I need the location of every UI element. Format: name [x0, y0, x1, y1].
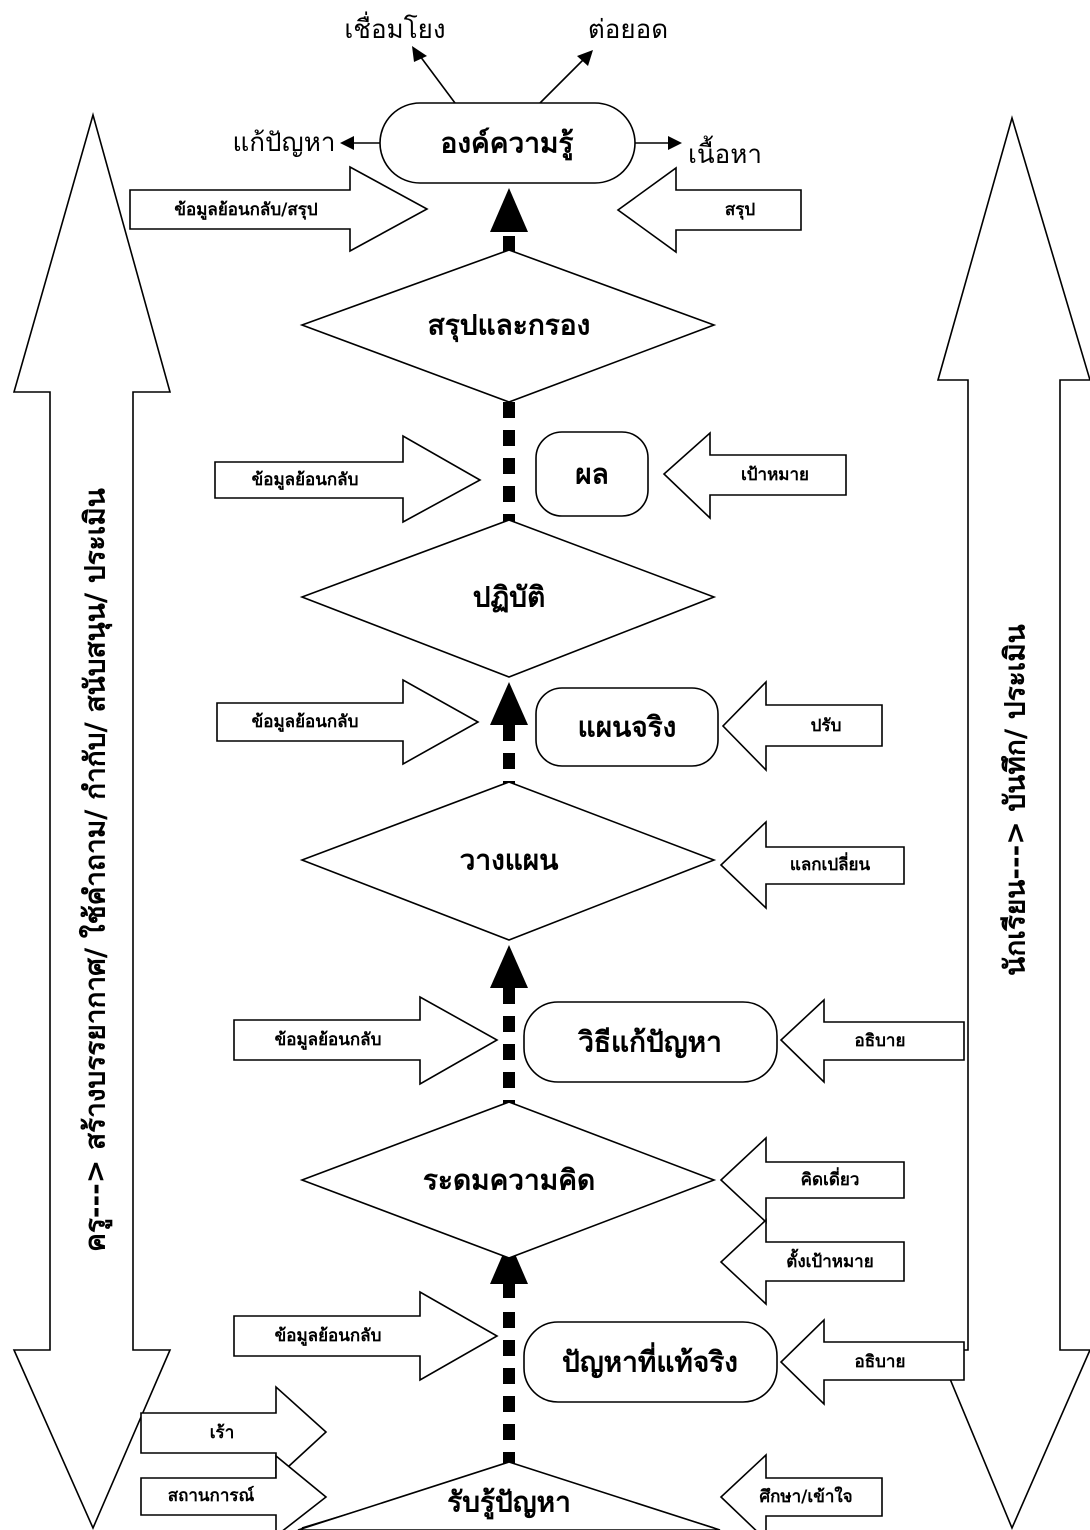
- practice-label: ปฏิบัติ: [473, 581, 546, 614]
- study-arrow: [719, 1453, 883, 1530]
- real-problem-box: [523, 1321, 778, 1403]
- content-label: เนื้อหา: [688, 135, 762, 170]
- brainstorm-diamond: [299, 1101, 717, 1259]
- link-arrowhead: [412, 46, 427, 62]
- arrowhead-2: [490, 945, 528, 988]
- extend-label: ต่อยอด: [588, 15, 668, 45]
- solve-label: แก้ปัญหา: [233, 128, 336, 158]
- plan-label: วางแผน: [460, 844, 559, 877]
- perceive-label: รับรู้ปัญหา: [447, 1486, 571, 1520]
- feedback-summary-arrow: [129, 165, 429, 253]
- summarize-diamond: [299, 249, 717, 403]
- study-label: ศึกษา/เข้าใจ: [759, 1486, 852, 1507]
- plan-diamond: [299, 781, 717, 941]
- student-side-double-arrow: [936, 115, 1090, 1530]
- adjust-arrow: [721, 680, 883, 772]
- result-box: [535, 431, 649, 517]
- teacher-side-double-arrow: [12, 112, 172, 1530]
- feedback-arrow-3: [233, 995, 499, 1086]
- exchange-arrow: [719, 820, 905, 910]
- explain-arrow-1: [779, 998, 965, 1084]
- feedback-label-3: ข้อมูลย้อนกลับ: [275, 1030, 382, 1051]
- extend-arrowhead: [577, 50, 593, 66]
- set-goal-label: ตั้งเป้าหมาย: [786, 1248, 873, 1272]
- think-alone-arrow: [719, 1136, 905, 1224]
- result-label: ผล: [575, 458, 609, 491]
- student-side-label: นักเรียน---> บันทึก/ ประเมิน: [999, 624, 1032, 976]
- brainstorm-label: ระดมความคิด: [423, 1164, 595, 1197]
- real-plan-box: [535, 687, 719, 767]
- arrowhead-1: [490, 1240, 528, 1284]
- method-box: [523, 1001, 778, 1083]
- arrowhead-3: [490, 682, 528, 725]
- explain-arrow-2: [779, 1318, 965, 1406]
- feedback-arrow-2: [216, 678, 480, 766]
- real-plan-label: แผนจริง: [578, 711, 677, 744]
- feedback-arrow-1: [214, 434, 482, 524]
- knowledge-label: องค์ความรู้: [441, 127, 574, 161]
- summarize-label: สรุปและกรอง: [428, 309, 591, 343]
- content-arrowhead: [668, 136, 682, 150]
- perceive-problem-diamond-visible: [297, 1461, 721, 1530]
- situation-label: สถานการณ์: [168, 1485, 255, 1506]
- feedback-label-4: ข้อมูลย้อนกลับ: [275, 1326, 382, 1347]
- stimulate-label: เร้า: [210, 1423, 235, 1443]
- extend-arrow-line: [539, 59, 584, 104]
- arrowhead-5: [490, 188, 528, 232]
- think-alone-label: คิดเดี่ยว: [801, 1167, 860, 1190]
- set-goal-arrow: [719, 1218, 905, 1306]
- method-label: วิธีแก้ปัญหา: [577, 1026, 722, 1059]
- adjust-label: ปรับ: [811, 716, 842, 736]
- feedback-arrow-4: [233, 1290, 499, 1382]
- feedback-summary-label: ข้อมูลย้อนกลับ/สรุป: [174, 200, 317, 221]
- practice-diamond: [299, 519, 717, 678]
- situation-arrow: [140, 1454, 328, 1530]
- solve-arrowhead: [340, 136, 354, 150]
- link-label: เชื่อมโยง: [344, 11, 445, 45]
- stimulate-arrow: [140, 1385, 328, 1480]
- goal-arrow: [662, 431, 847, 520]
- exchange-label: แลกเปลี่ยน: [790, 852, 871, 875]
- teacher-side-label: ครู---> สร้างบรรยากาศ/ ใช้คำถาม/ กำกับ/ …: [79, 488, 113, 1252]
- summary-label: สรุป: [725, 200, 756, 220]
- explain-label-1: อธิบาย: [855, 1031, 906, 1051]
- real-problem-label: ปัญหาที่แท้จริง: [562, 1342, 738, 1379]
- goal-label: เป้าหมาย: [741, 465, 809, 485]
- explain-label-2: อธิบาย: [855, 1352, 906, 1372]
- summary-arrow: [616, 166, 802, 254]
- feedback-label-2: ข้อมูลย้อนกลับ: [252, 712, 359, 733]
- link-arrow-line: [419, 55, 456, 104]
- feedback-label-1: ข้อมูลย้อนกลับ: [252, 470, 359, 491]
